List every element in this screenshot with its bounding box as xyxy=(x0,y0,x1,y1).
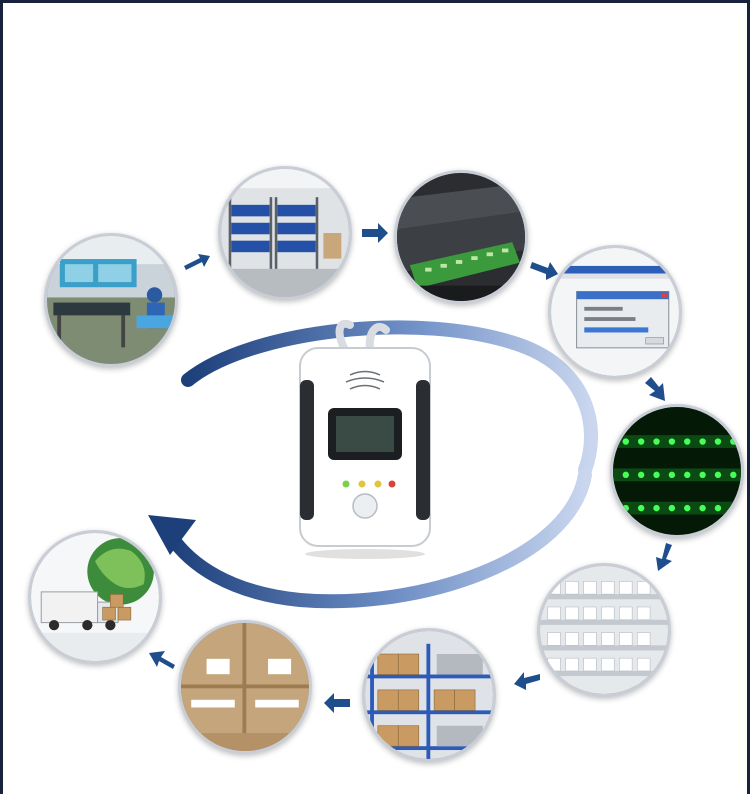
photo-aging-test-green-leds xyxy=(610,404,744,538)
photo-carton-boxes xyxy=(178,620,312,754)
arrow-down-right-icon xyxy=(530,254,560,284)
photo-component-warehouse-shelves xyxy=(218,166,352,300)
photo-software-programming-screen xyxy=(548,245,682,379)
arrow-right-icon xyxy=(182,246,212,276)
photo-packed-boxes-on-shelves xyxy=(362,628,496,762)
arrow-left-icon xyxy=(322,688,352,718)
gas-detector-device xyxy=(290,319,440,560)
photo-global-shipping-truck xyxy=(28,530,162,664)
photo-smt-pcb-machine xyxy=(394,170,528,304)
arrow-left-icon xyxy=(512,664,542,694)
photo-workshop-assembly-line xyxy=(44,233,178,367)
arrow-right-icon xyxy=(360,218,390,248)
arrow-down-left-icon xyxy=(650,543,680,573)
arrow-down-icon xyxy=(643,375,673,405)
photo-finished-product-racks xyxy=(537,563,671,697)
arrow-up-left-icon xyxy=(147,647,177,677)
